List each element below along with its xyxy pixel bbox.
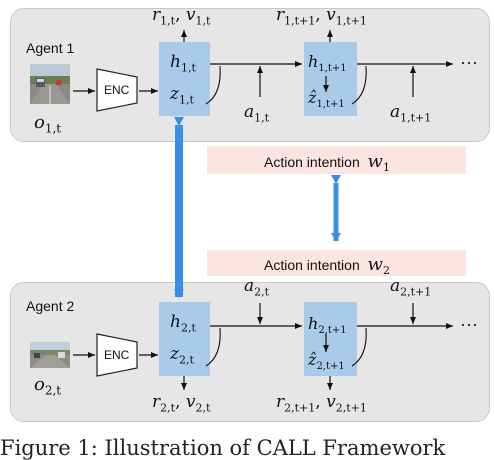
agent2-output-t1: r2,t+1, v2,t+1: [276, 392, 367, 415]
intention-label-2: Action intention w2: [264, 254, 390, 277]
intention-label-1: Action intention w1: [264, 151, 390, 174]
figure-caption: Figure 1: Illustration of CALL Framework: [0, 436, 446, 460]
agent1-state-block-t: [159, 42, 210, 116]
agent1-h-t1: h1,t+1: [308, 52, 347, 75]
agent2-z-feedback-curve: [205, 327, 221, 367]
agent2-z-t: z2,t: [170, 344, 194, 367]
agent2-encoder: [96, 333, 138, 377]
agent1-h-t: h1,t: [170, 52, 196, 75]
agent1-output-t1: r1,t+1, v1,t+1: [276, 5, 367, 28]
agent1-observation: o1,t: [34, 112, 62, 136]
agent2-encoder-label: ENC: [104, 348, 130, 362]
agent1-encoder-label: ENC: [104, 83, 130, 97]
intention-bar-1: [207, 146, 466, 174]
agent2-z-feedback-curve-next: [351, 327, 367, 367]
agent2-camera-image: [30, 342, 70, 368]
agent1-ellipsis: ···: [460, 52, 478, 72]
agent1-panel: [10, 8, 490, 142]
agent2-action-t: a2,t: [244, 276, 270, 299]
agent1-label: Agent 1: [26, 40, 75, 56]
agent2-zhat-t1: ẑ2,t+1: [308, 350, 345, 373]
intention-bar-2: [207, 250, 466, 276]
agent2-label: Agent 2: [26, 298, 75, 314]
agent2-state-block-t1: [304, 302, 357, 376]
agent1-zhat-t1: ẑ1,t+1: [308, 88, 345, 111]
agent2-h-t1: h2,t+1: [308, 314, 347, 337]
agent1-output-t: r1,t, v1,t: [152, 5, 211, 28]
agent2-output-t: r2,t, v2,t: [152, 392, 211, 415]
agent2-state-block-t: [159, 302, 210, 376]
agent1-state-block-t1: [304, 42, 357, 116]
agent2-action-t1: a2,t+1: [390, 276, 432, 299]
agent1-z-t: z1,t: [170, 84, 194, 107]
agent2-ellipsis: ···: [460, 314, 478, 334]
agent1-action-t: a1,t: [244, 102, 270, 125]
agent1-action-t1: a1,t+1: [390, 102, 432, 125]
agent1-encoder: [96, 68, 138, 112]
agent2-observation: o2,t: [34, 374, 62, 398]
agent1-z-feedback-curve-next: [351, 65, 367, 105]
agent1-z-feedback-curve: [205, 65, 221, 105]
agent1-camera-image: [30, 64, 70, 104]
agent2-h-t: h2,t: [170, 312, 196, 335]
